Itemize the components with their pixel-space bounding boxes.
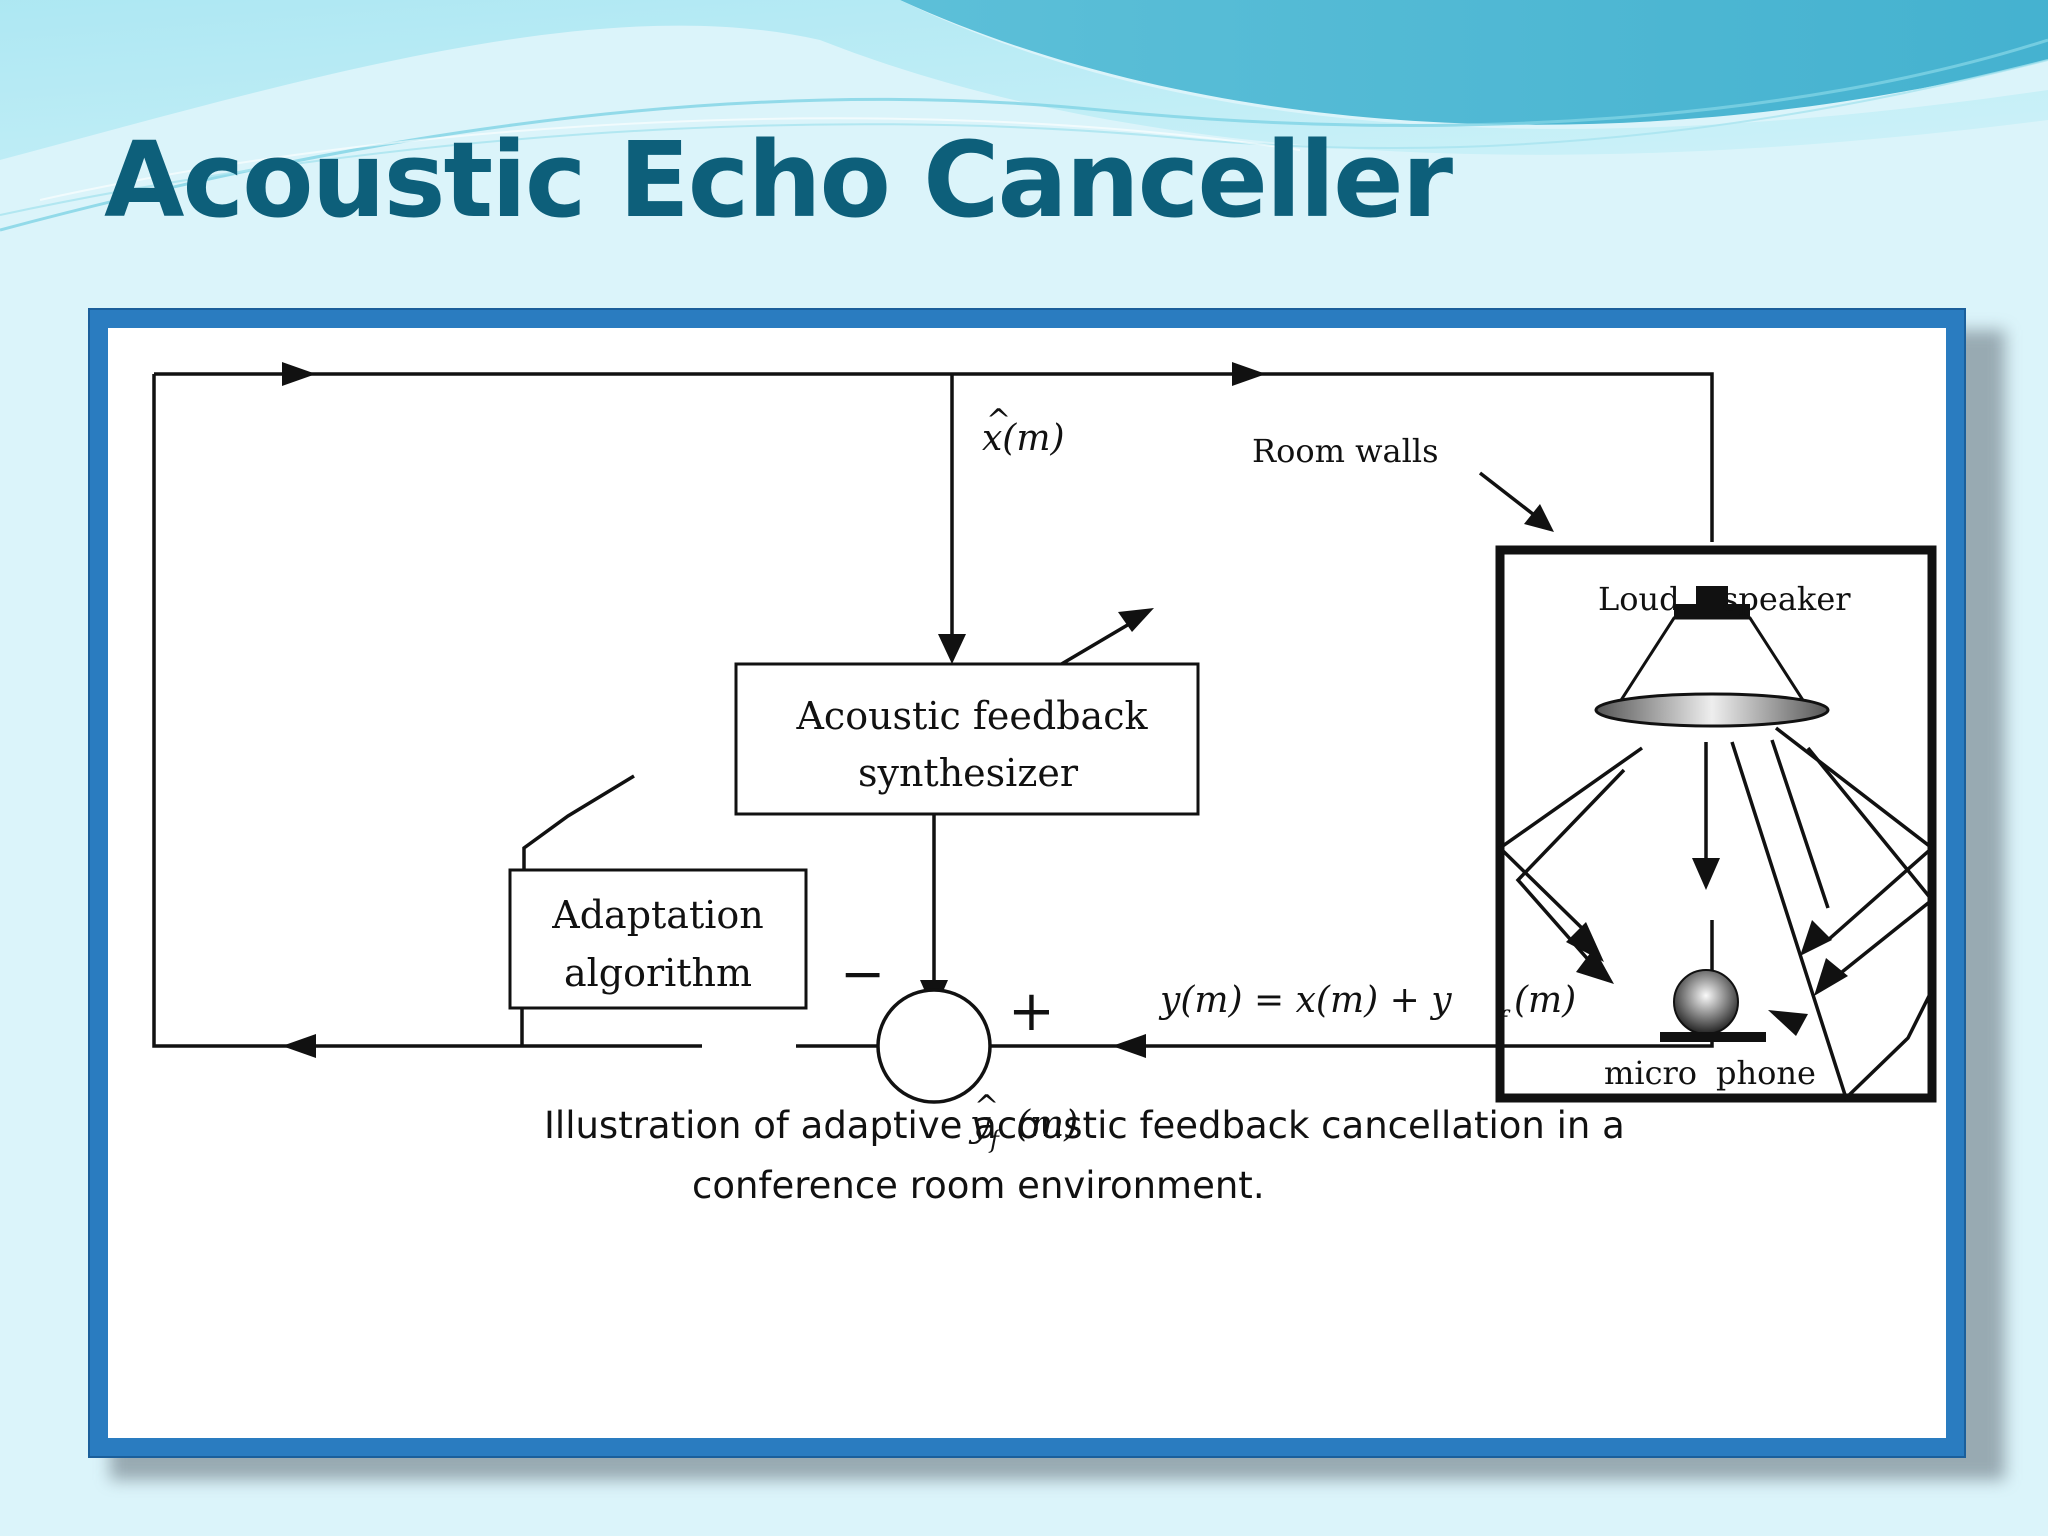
room-walls-label: Room walls xyxy=(1252,432,1439,470)
slide-title: Acoustic Echo Canceller xyxy=(104,119,1453,241)
arrowhead-room-walls xyxy=(1524,504,1554,532)
adaptation-label-line1: Adaptation xyxy=(551,893,763,937)
mic-output-line xyxy=(796,920,1714,1048)
arrowhead-adjust xyxy=(1118,608,1154,632)
microphone xyxy=(1660,969,1766,1042)
adaptation-label-line2: algorithm xyxy=(564,951,752,995)
y-hat-accent: ^ xyxy=(974,1089,999,1124)
arrowhead-top-right xyxy=(1232,362,1266,386)
minus-sign: − xyxy=(840,942,885,1005)
loud-label: Loud xyxy=(1598,580,1680,618)
speaker-label: speaker xyxy=(1722,580,1851,618)
room-walls-pointer xyxy=(1478,471,1540,520)
diagram-frame: Acoustic feedback synthesizer Adaptation… xyxy=(88,308,1966,1458)
caption-line2: conference room environment. xyxy=(692,1164,1265,1207)
arrowhead-bottom-left xyxy=(282,1034,316,1058)
arrowhead-top-left xyxy=(282,362,316,386)
echo-canceller-diagram: Acoustic feedback synthesizer Adaptation… xyxy=(152,362,1937,1207)
equation-end: (m) xyxy=(1514,980,1576,1021)
loudspeaker xyxy=(1594,586,1830,728)
equation-main: y(m) = x(m) + y xyxy=(1158,980,1452,1021)
synthesizer-label-line1: Acoustic feedback xyxy=(795,694,1148,738)
adaptation-link xyxy=(522,774,635,870)
left-signal-line xyxy=(152,374,702,1048)
synthesizer-block xyxy=(734,662,1200,816)
diagram-canvas: Acoustic feedback synthesizer Adaptation… xyxy=(108,328,1946,1438)
adaptation-block xyxy=(508,868,808,1010)
y-hat-m: (m) xyxy=(1016,1104,1078,1145)
arrowhead-mic-in xyxy=(1112,1034,1146,1058)
x-hat-label: x(m) xyxy=(982,418,1065,459)
caption-line1: Illustration of adaptive acoustic feedba… xyxy=(544,1104,1625,1147)
equation-sub: f xyxy=(1496,1006,1511,1034)
plus-sign: + xyxy=(1008,979,1055,1044)
phone-label: phone xyxy=(1716,1054,1816,1092)
synthesizer-label-line2: synthesizer xyxy=(858,751,1079,795)
x-hat-accent: ^ xyxy=(986,403,1011,438)
micro-label: micro xyxy=(1604,1054,1697,1092)
arrowhead-x-hat xyxy=(938,634,966,664)
sound-paths xyxy=(1497,726,1935,1102)
summing-junction xyxy=(876,988,992,1104)
y-hat-y: y xyxy=(968,1104,991,1145)
top-signal-line xyxy=(154,372,1714,542)
room-walls xyxy=(1495,545,1937,1103)
